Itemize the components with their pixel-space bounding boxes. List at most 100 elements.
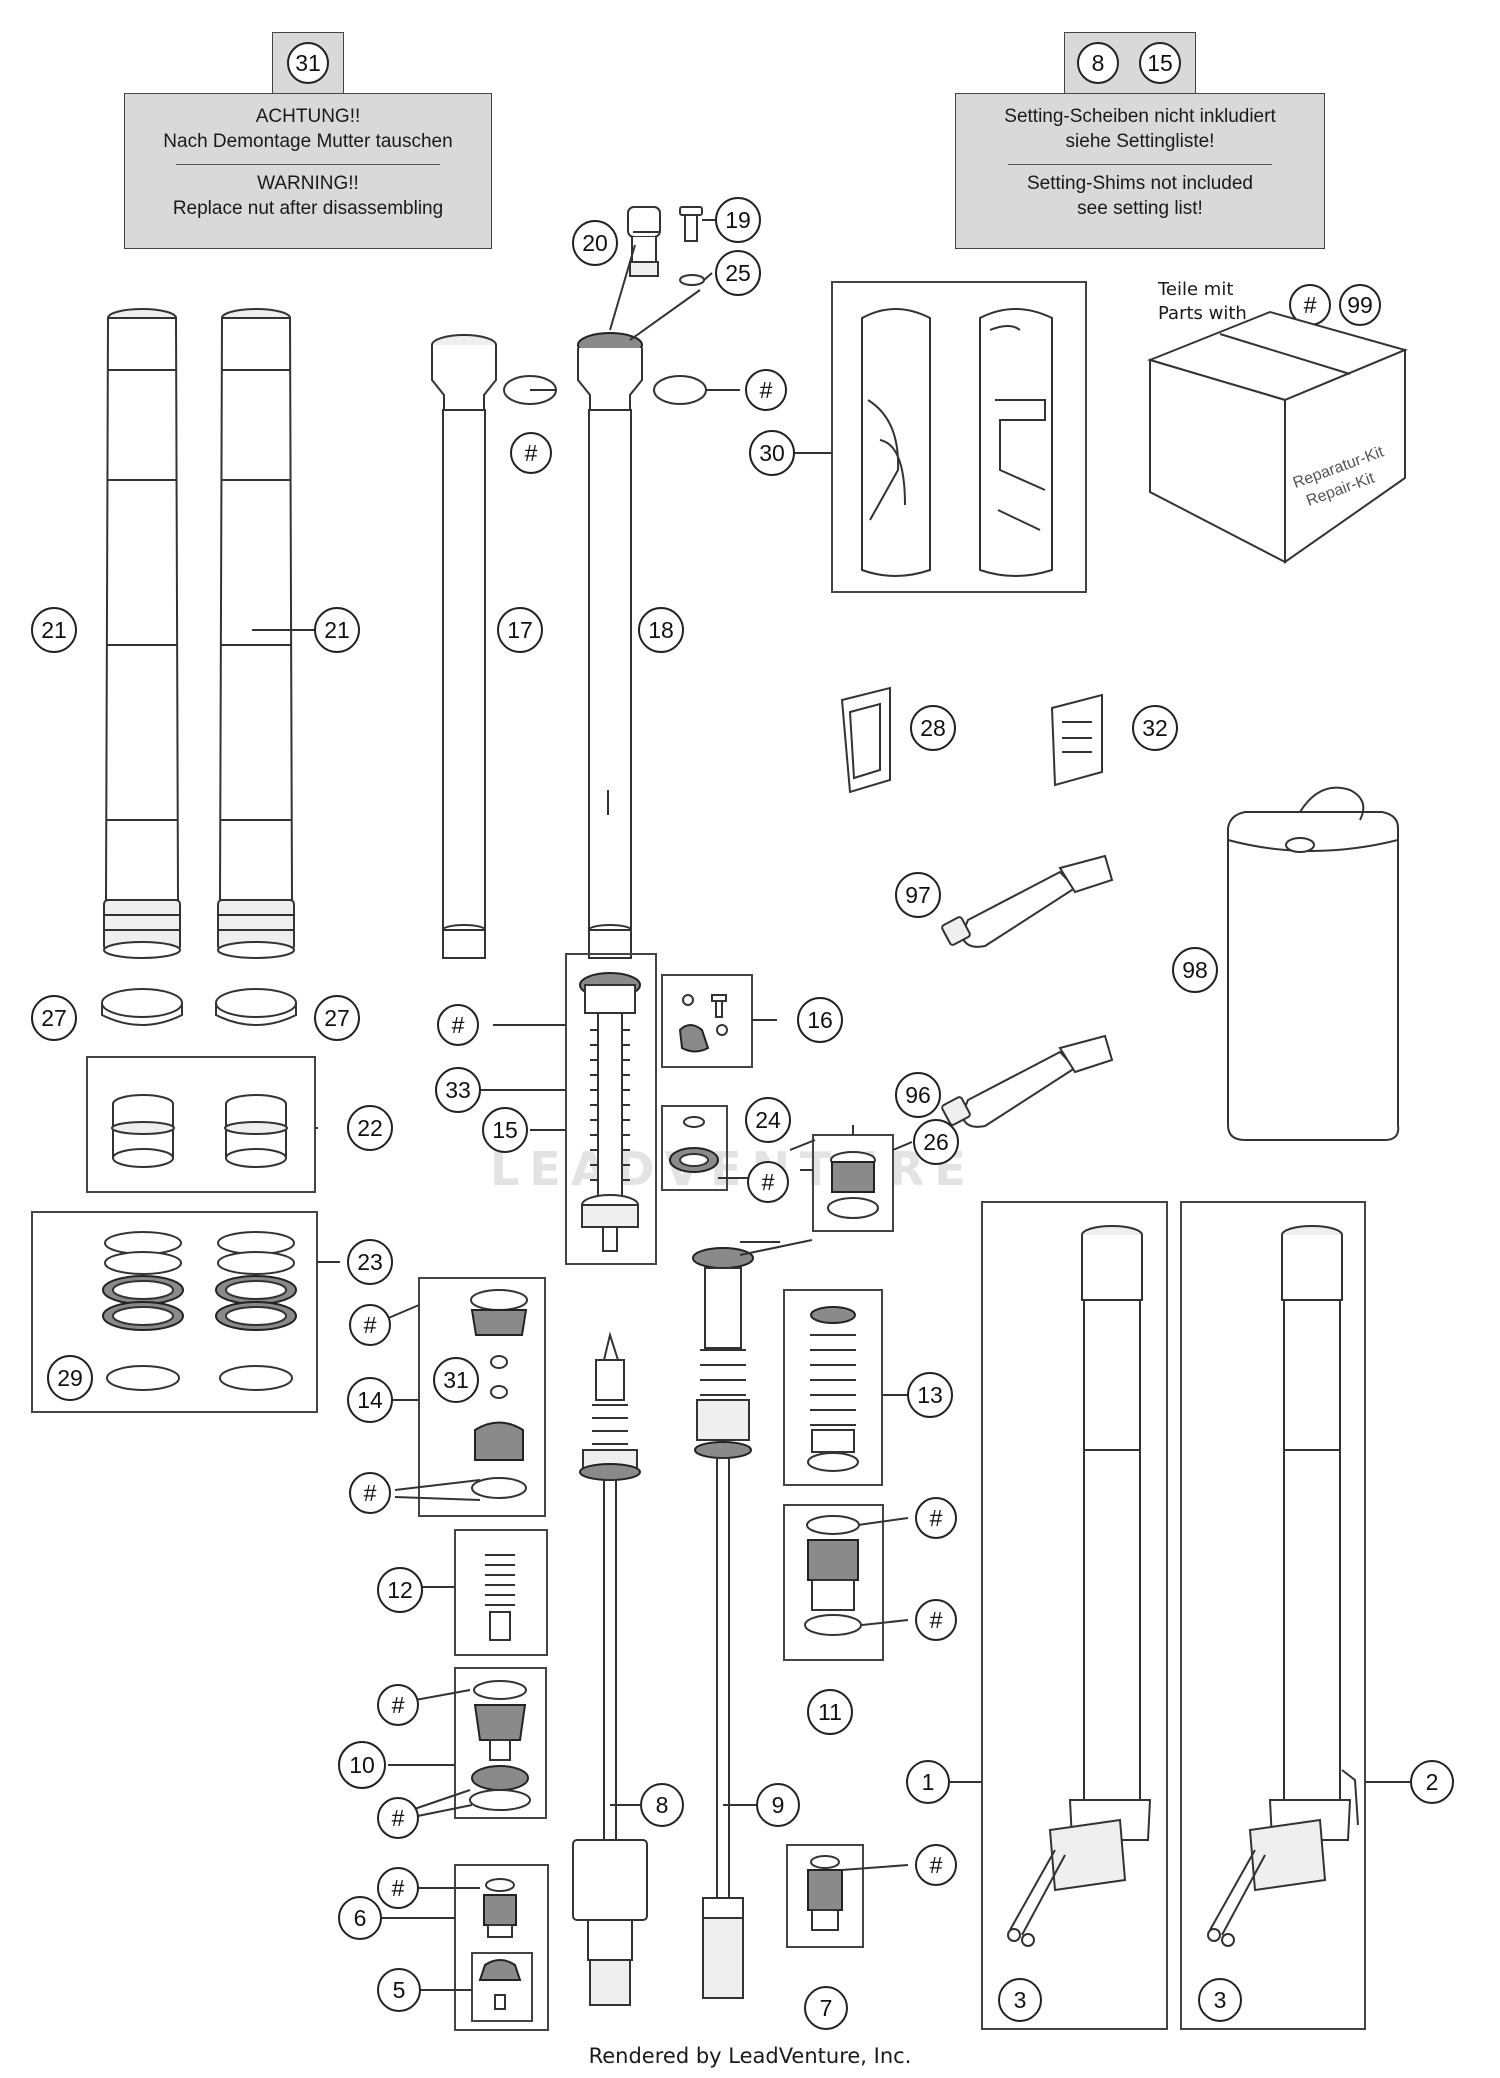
callout-label: 21 bbox=[324, 617, 350, 643]
note-divider bbox=[1007, 164, 1273, 165]
valve-part-7 bbox=[807, 1855, 843, 1931]
shims-note-line4: see setting list! bbox=[1077, 198, 1203, 219]
callout-11: 11 bbox=[807, 1689, 853, 1735]
callout-label: 11 bbox=[818, 1699, 842, 1725]
warning-note-box: ACHTUNG!! Nach Demontage Mutter tauschen… bbox=[124, 93, 492, 249]
callout-2: 2 bbox=[1410, 1760, 1454, 1804]
bushings-frame bbox=[86, 1056, 316, 1193]
callout-label: 2 bbox=[1426, 1769, 1439, 1795]
seal-stack-left bbox=[102, 1231, 184, 1391]
valve-group-14 bbox=[470, 1289, 528, 1499]
hash-callout-10-top: # bbox=[377, 1684, 419, 1726]
callout-label: 98 bbox=[1182, 957, 1208, 983]
callout-9: 9 bbox=[756, 1783, 800, 1827]
hash-callout-oring-18: # bbox=[745, 369, 787, 411]
warning-note-line2: Nach Demontage Mutter tauschen bbox=[163, 131, 453, 152]
tube-clamp-right bbox=[215, 988, 297, 1026]
repair-kit-box: Reparatur-Kit Repair-Kit bbox=[1146, 310, 1409, 564]
callout-label: 6 bbox=[354, 1905, 367, 1931]
callout-label: 14 bbox=[357, 1387, 383, 1413]
callout-20: 20 bbox=[572, 220, 618, 266]
callout-label: 31 bbox=[443, 1367, 469, 1393]
valve-group-10 bbox=[469, 1680, 531, 1811]
frame-24 bbox=[661, 1105, 728, 1191]
washer-24 bbox=[669, 1116, 719, 1173]
bleed-screw-parts-16 bbox=[678, 994, 728, 1053]
callout-label: 16 bbox=[807, 1007, 833, 1033]
callout-label: # bbox=[392, 1805, 405, 1831]
callout-label: 27 bbox=[324, 1005, 350, 1031]
valve-assembly-15 bbox=[579, 972, 641, 1252]
callout-1: 1 bbox=[906, 1760, 950, 1804]
callout-label: 25 bbox=[725, 260, 751, 286]
callout-label: 9 bbox=[772, 1792, 785, 1818]
callout-label: # bbox=[452, 1012, 465, 1038]
callout-25: 25 bbox=[715, 250, 761, 296]
warning-note-line1: ACHTUNG!! bbox=[255, 106, 361, 127]
callout-label: 17 bbox=[507, 617, 533, 643]
washer-25 bbox=[679, 274, 705, 286]
callout-15: 15 bbox=[482, 1107, 528, 1153]
callout-label: 5 bbox=[393, 1977, 406, 2003]
callout-3-right: 3 bbox=[1198, 1978, 1242, 2022]
callout-label: 1 bbox=[922, 1769, 935, 1795]
callout-29: 29 bbox=[47, 1355, 93, 1401]
hash-callout-7: # bbox=[915, 1844, 957, 1886]
callout-label: # bbox=[392, 1692, 405, 1718]
callout-label: 29 bbox=[57, 1365, 83, 1391]
callout-label: 30 bbox=[759, 440, 785, 466]
callout-label: 23 bbox=[357, 1249, 383, 1275]
callout-label: # bbox=[930, 1607, 943, 1633]
bushing-left bbox=[111, 1094, 175, 1168]
callout-label: 8 bbox=[656, 1792, 669, 1818]
label-32 bbox=[1050, 693, 1103, 787]
callout-28: 28 bbox=[910, 705, 956, 751]
callout-24: 24 bbox=[745, 1097, 791, 1143]
callout-27-right: 27 bbox=[314, 995, 360, 1041]
hash-callout-oring-17: # bbox=[510, 432, 552, 474]
callout-label: # bbox=[525, 440, 538, 466]
fork-protectors-frame bbox=[831, 281, 1087, 593]
warning-note-line3: WARNING!! bbox=[257, 173, 359, 194]
callout-label: 15 bbox=[492, 1117, 518, 1143]
callout-label: 99 bbox=[1347, 292, 1373, 318]
callout-30: 30 bbox=[749, 430, 795, 476]
callout-label: 97 bbox=[905, 882, 931, 908]
callout-label: # bbox=[762, 1169, 775, 1195]
seals-frame bbox=[31, 1211, 318, 1413]
callout-17: 17 bbox=[497, 607, 543, 653]
frame-11 bbox=[783, 1504, 884, 1661]
callout-label: 10 bbox=[349, 1752, 375, 1778]
callout-label: 21 bbox=[41, 617, 67, 643]
callout-label: # bbox=[930, 1852, 943, 1878]
callout-label: 32 bbox=[1142, 715, 1168, 741]
seal-stack-right bbox=[215, 1231, 297, 1391]
frame-5 bbox=[471, 1952, 533, 2022]
callout-18: 18 bbox=[638, 607, 684, 653]
damper-rod-9 bbox=[692, 1247, 754, 1999]
callout-8-header: 8 bbox=[1077, 42, 1119, 84]
callout-96: 96 bbox=[895, 1072, 941, 1118]
o-ring-18 bbox=[653, 375, 707, 405]
callout-32: 32 bbox=[1132, 705, 1178, 751]
callout-27-left: 27 bbox=[31, 995, 77, 1041]
callout-label: 12 bbox=[387, 1577, 413, 1603]
callout-label: 3 bbox=[1214, 1987, 1227, 2013]
frame-7 bbox=[786, 1844, 864, 1948]
adjuster-cap-20 bbox=[627, 206, 661, 277]
callout-label: 31 bbox=[295, 50, 321, 76]
callout-label: 8 bbox=[1092, 50, 1105, 76]
callout-label: 18 bbox=[648, 617, 674, 643]
callout-label: # bbox=[760, 377, 773, 403]
shims-note-line2: siehe Settingliste! bbox=[1065, 131, 1215, 152]
callout-22: 22 bbox=[347, 1105, 393, 1151]
callout-98: 98 bbox=[1172, 947, 1218, 993]
callout-3-left: 3 bbox=[998, 1978, 1042, 2022]
callout-label: 24 bbox=[755, 1107, 781, 1133]
hash-callout-11-top: # bbox=[915, 1497, 957, 1539]
fork-leg-1 bbox=[1007, 1225, 1152, 1947]
frame-15 bbox=[565, 953, 657, 1265]
parts-with-line1: Teile mit bbox=[1158, 279, 1234, 300]
outer-tube-right bbox=[217, 308, 295, 959]
